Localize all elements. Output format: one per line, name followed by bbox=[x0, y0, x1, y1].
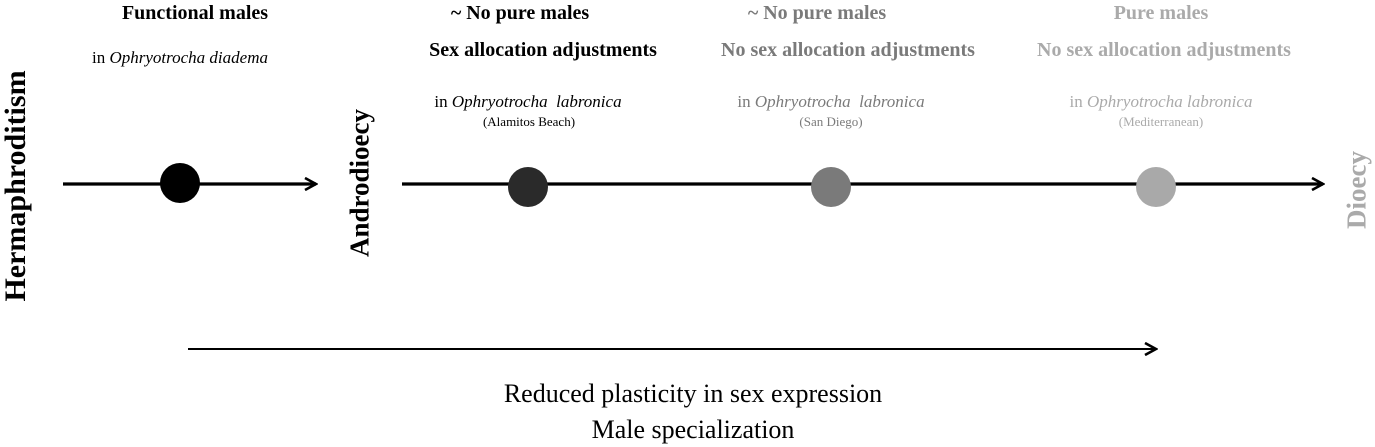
stage3-population: (San Diego) bbox=[799, 114, 863, 129]
stage1-species: Ophryotrocha diadema bbox=[109, 48, 268, 67]
stage4-prefix: in bbox=[1069, 92, 1083, 111]
stage2-heading: ~ No pure males bbox=[450, 2, 590, 24]
stage3-subheading: No sex allocation adjustments bbox=[721, 39, 975, 61]
label-androdioecy: Androdioecy bbox=[344, 108, 375, 258]
stage3-species: Ophryotrocha labronica bbox=[754, 92, 925, 111]
stage2-prefix: in bbox=[434, 92, 448, 111]
caption-male-specialization: Male specialization bbox=[591, 415, 795, 444]
stage2-species: Ophryotrocha labronica bbox=[451, 92, 622, 111]
stage4-species-line: in Ophryotrocha labronica bbox=[1070, 93, 1253, 110]
stage1-prefix: in bbox=[92, 48, 106, 67]
stage3-prefix: in bbox=[737, 92, 751, 111]
stage4-heading: Pure males bbox=[1113, 2, 1209, 24]
stage3-heading: ~ No pure males bbox=[747, 2, 887, 24]
stage-marker-alamitos-beach bbox=[508, 167, 548, 207]
stage3-species-line: in Ophryotrocha labronica bbox=[737, 93, 924, 110]
label-hermaphroditism: Hermaphroditism bbox=[0, 70, 32, 302]
stage-marker-o-diadema bbox=[160, 163, 200, 203]
stage1-heading: Functional males bbox=[121, 2, 269, 24]
stage2-subheading: Sex allocation adjustments bbox=[429, 39, 657, 61]
stage1-species-line: in Ophryotrocha diadema bbox=[92, 49, 268, 66]
caption-reduced-plasticity: Reduced plasticity in sex expression bbox=[503, 379, 883, 408]
stage4-population: (Mediterranean) bbox=[1118, 114, 1204, 129]
stage2-population: (Alamitos Beach) bbox=[482, 114, 576, 129]
label-dioecy: Dioecy bbox=[1341, 151, 1372, 229]
stage4-species: Ophryotrocha labronica bbox=[1087, 92, 1253, 111]
stage-marker-san-diego bbox=[811, 167, 851, 207]
stage-marker-mediterranean bbox=[1136, 167, 1176, 207]
stage2-species-line: in Ophryotrocha labronica bbox=[434, 93, 621, 110]
stage4-subheading: No sex allocation adjustments bbox=[1037, 39, 1291, 61]
